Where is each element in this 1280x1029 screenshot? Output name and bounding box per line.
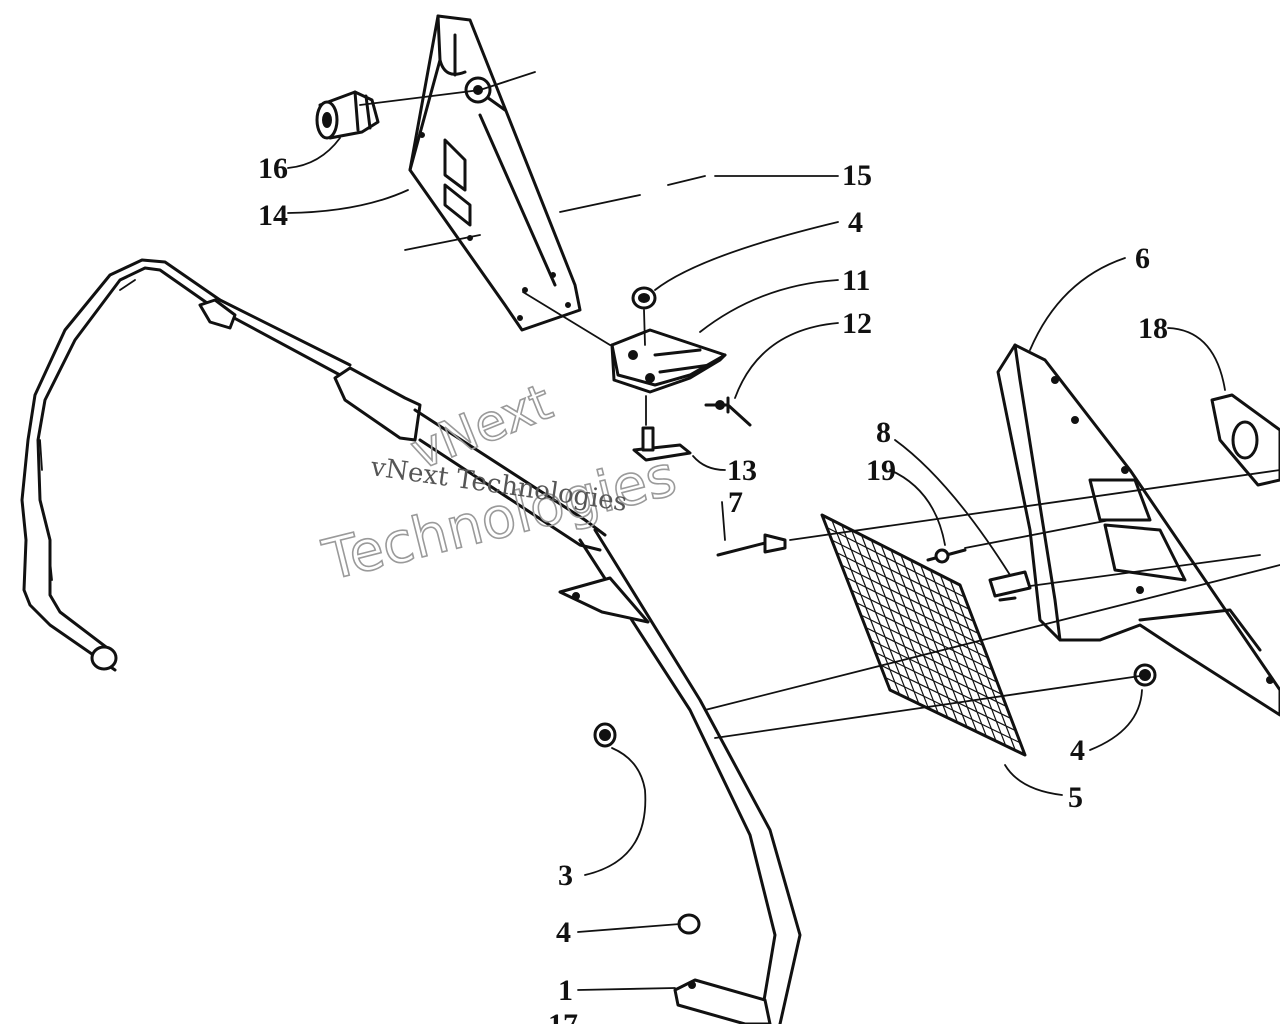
callout-15: 15	[842, 159, 872, 192]
callout-8: 8	[876, 416, 891, 449]
part-4-nut-right	[1133, 663, 1157, 687]
part-13-clip	[632, 426, 692, 462]
mesh-line	[939, 574, 1007, 746]
callout-16: 16	[258, 152, 288, 185]
callout-4-bottom: 4	[556, 916, 571, 949]
part-4-nut-bottom	[677, 913, 701, 935]
callout-14: 14	[258, 199, 288, 232]
callout-labels: 16 14 15 4 11 12 13 6 18 8 19 7 4 5 3 4 …	[258, 152, 1168, 1029]
part-11-bracket	[610, 328, 727, 394]
callout-11: 11	[842, 264, 870, 297]
part-1-lower-bracket	[673, 978, 772, 1026]
part-3-frame-tube	[20, 258, 802, 1026]
mesh-line	[929, 569, 997, 742]
callout-4-right: 4	[1070, 734, 1085, 767]
mesh-line	[875, 651, 1012, 720]
part-6-side-panel	[996, 343, 1280, 717]
part-19-fastener	[926, 548, 967, 564]
part-8-clip	[988, 570, 1032, 602]
callout-1: 1	[558, 974, 573, 1007]
callout-18: 18	[1138, 312, 1168, 345]
callout-7: 7	[728, 486, 743, 519]
mesh-line	[900, 554, 968, 728]
callout-6: 6	[1135, 242, 1150, 275]
callout-19: 19	[866, 454, 896, 487]
part-5-mesh-grille	[820, 513, 1027, 757]
callout-17: 17	[548, 1008, 578, 1024]
mesh-line	[949, 579, 1016, 751]
part-16-knob	[315, 90, 380, 140]
mesh-line	[920, 564, 987, 737]
mesh-line	[870, 639, 1007, 707]
callout-4-upper: 4	[848, 206, 863, 239]
part-4-nut-upper	[631, 286, 657, 310]
part-3-gusset	[558, 576, 650, 624]
part-7-rivet	[716, 533, 787, 557]
part-12-screw	[704, 396, 752, 427]
callout-12: 12	[842, 307, 872, 340]
mesh-line	[855, 601, 993, 671]
mesh-line	[884, 676, 1021, 744]
mesh-line	[880, 664, 1016, 732]
callout-5: 5	[1068, 781, 1083, 814]
mesh-line	[860, 614, 998, 683]
callout-3: 3	[558, 859, 573, 892]
leader-lines	[287, 137, 1226, 991]
part-14-mounting-plate	[408, 14, 582, 332]
callout-13: 13	[727, 454, 757, 487]
part-4-nut-left	[593, 722, 617, 748]
mesh-line	[865, 626, 1003, 695]
mesh-line	[910, 559, 978, 733]
part-18-plate	[1210, 393, 1280, 487]
